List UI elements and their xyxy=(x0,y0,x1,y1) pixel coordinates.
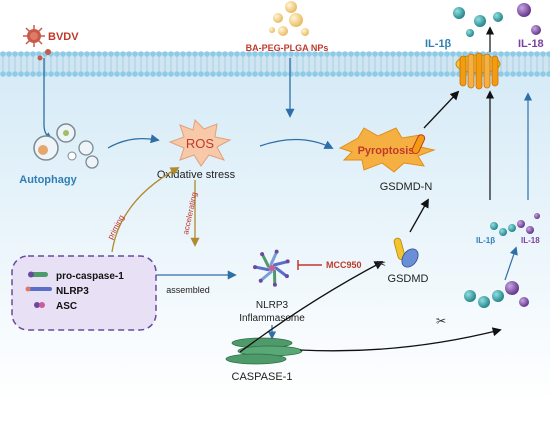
mcc950-label: MCC950 xyxy=(326,260,362,270)
assembled-label: assembled xyxy=(166,285,210,295)
nps-label: BA-PEG-PLGA NPs xyxy=(246,43,329,53)
scissors-icon: ✂ xyxy=(376,257,386,271)
component-label-pro-caspase-1: pro-caspase-1 xyxy=(56,271,124,282)
gsdmd-pore-icon xyxy=(456,53,500,89)
component-label-asc: ASC xyxy=(56,301,77,312)
component-label-nlrp3: NLRP3 xyxy=(56,286,89,297)
il1b-released-label: IL-1β xyxy=(425,38,452,50)
scissors-icon-2: ✂ xyxy=(436,314,446,328)
gsdmd-n-label: GSDMD-N xyxy=(380,181,433,193)
autophagy-label: Autophagy xyxy=(19,174,77,186)
il18-released-label: IL-18 xyxy=(518,38,544,50)
nanoparticles-icon xyxy=(269,1,309,36)
released-cytokines xyxy=(453,3,541,37)
nlrp3-inflammasome-label-line2: Inflammasome xyxy=(239,313,305,324)
gsdmd-label: GSDMD xyxy=(388,273,429,285)
pyroptosis-label: Pyroptosis xyxy=(358,145,415,157)
nlrp3-inflammasome-label-line1: NLRP3 xyxy=(256,300,289,311)
bvdv-label: BVDV xyxy=(48,31,79,43)
oxidative-stress-label: Oxidative stress xyxy=(157,169,236,181)
il1b-mature-label: IL-1β xyxy=(476,236,495,245)
il18-mature-label: IL-18 xyxy=(521,236,540,245)
ros-label: ROS xyxy=(186,136,215,151)
pro-caspase-1-icon xyxy=(28,272,48,278)
caspase-1-label: CASPASE-1 xyxy=(232,371,293,383)
nlrp3-icon xyxy=(26,287,53,292)
